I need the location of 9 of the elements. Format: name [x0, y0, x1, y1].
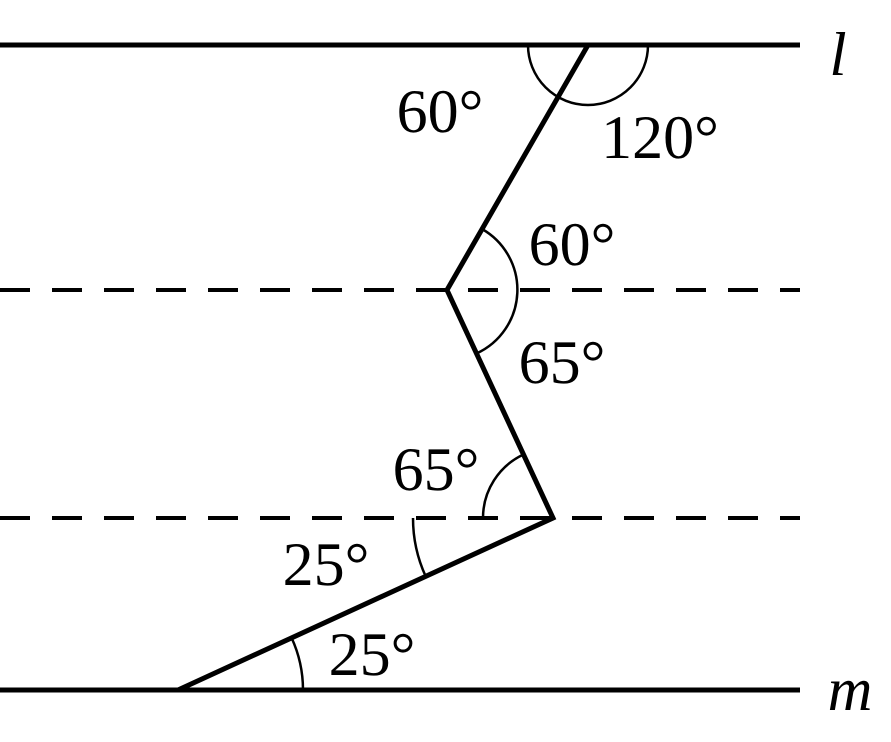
- angle-label: 120°: [601, 107, 719, 169]
- line-label: m: [828, 659, 872, 721]
- angle-label: 65°: [392, 439, 480, 501]
- line-label: l: [829, 24, 847, 86]
- angle-label: 60°: [396, 81, 484, 143]
- angle-label: 25°: [328, 624, 416, 686]
- angle-label: 65°: [518, 332, 606, 394]
- angle-label: 60°: [528, 214, 616, 276]
- angle-label: 25°: [282, 534, 370, 596]
